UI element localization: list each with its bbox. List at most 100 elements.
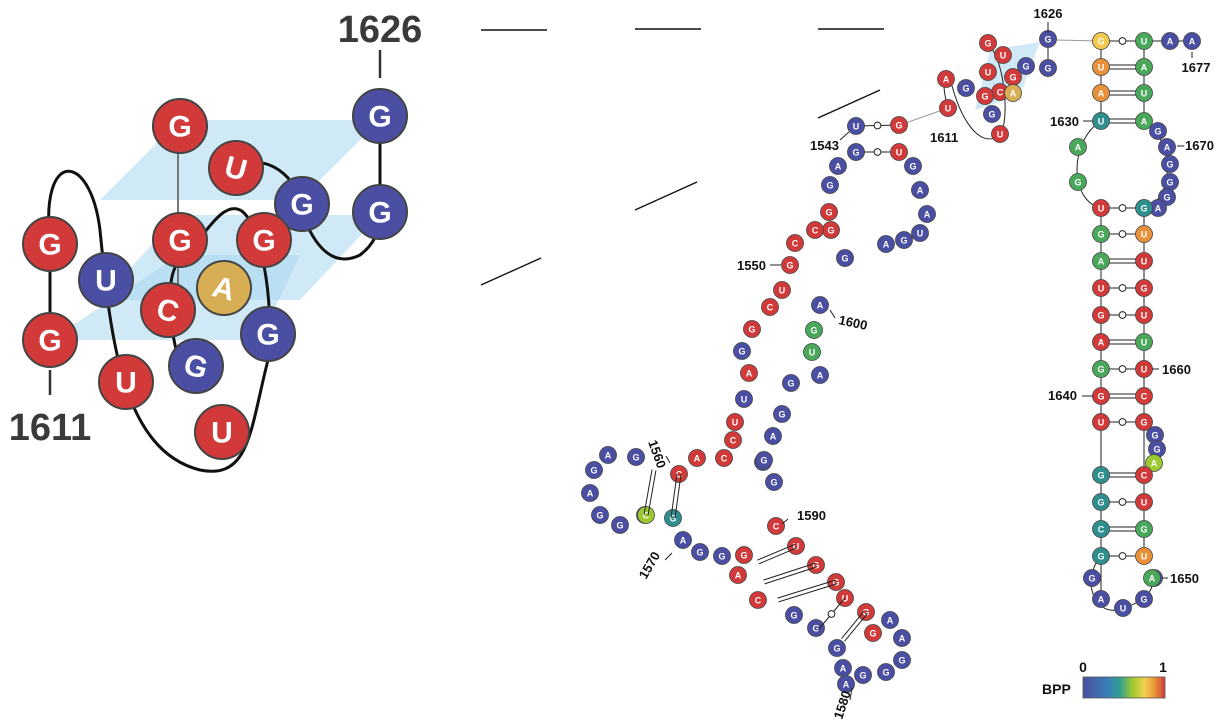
nucleotide-circle [781,256,799,274]
nucleotide-circle [994,46,1012,64]
nucleotide-letter: U [1141,257,1148,267]
nucleotide-circle [893,629,911,647]
inset-nucleotide: C [140,282,196,338]
arm-nucleotide: U [803,343,821,361]
nucleotide-letter: U [853,122,860,132]
nucleotide-circle [811,366,829,384]
nucleotide-letter: G [368,197,391,230]
nucleotide-circle [877,663,895,681]
nucleotide-letter: U [1141,311,1148,321]
position-label: 1626 [1034,6,1063,21]
nucleotide-letter: U [779,286,786,296]
nucleotide-circle [715,449,733,467]
position-label: 1560 [645,438,669,470]
loop-nucleotide: G [1161,155,1179,173]
nucleotide-letter: C [812,226,819,236]
nucleotide-circle [627,448,645,466]
legend-max: 1 [1159,659,1167,675]
nucleotide-letter: U [1098,117,1105,127]
gu-pair-dot [1118,204,1127,212]
nucleotide-circle [764,427,782,445]
nucleotide-letter: G [988,110,995,120]
nucleotide-circle [893,651,911,669]
arm-nucleotide: G [782,374,800,392]
nucleotide-circle [1183,32,1201,50]
nucleotide-letter: G [833,644,840,654]
nucleotide-letter: A [1098,595,1105,605]
nucleotide-circle [637,506,655,524]
inset-nucleotide: A [196,260,252,316]
arm-nucleotide: C [806,221,824,239]
stem-nucleotide: U [1135,32,1153,50]
nucleotide-letter: A [840,664,847,674]
arm-nucleotide: G [895,231,913,249]
nucleotide-letter: U [1141,37,1148,47]
gu-pair-dot [1118,418,1127,426]
nucleotide-letter: G [1044,35,1051,45]
nucleotide-letter: A [1189,37,1196,47]
nucleotide-circle [807,556,825,574]
nucleotide-letter: G [1097,311,1104,321]
nucleotide-letter: C [767,303,774,313]
loop-nucleotide: U [1114,599,1132,617]
stem-nucleotide: U [1092,199,1110,217]
gu-pair-dot [1118,498,1127,506]
hairpin-nucleotide: G [627,448,645,466]
nucleotide-letter: G [1044,64,1051,74]
tail-nucleotide: A [1183,32,1201,50]
basepair-line [777,579,836,599]
inset-nucleotide: G [352,184,408,240]
inset-nucleotide: U [98,354,154,410]
loop-nucleotide: A [1158,138,1176,156]
hairpin-nucleotide: G [807,619,825,637]
nucleotide-letter: G [810,326,817,336]
legend-min: 0 [1079,659,1087,675]
nucleotide-circle [761,298,779,316]
stem-nucleotide: A [1092,252,1110,270]
nucleotide-circle [1145,454,1163,472]
nucleotide-letter: G [1151,431,1158,441]
nucleotide-circle [724,431,742,449]
nucleotide-letter: G [1097,230,1104,240]
mini-quad-nucleotide: U [979,63,997,81]
basepair-line [844,612,868,642]
nucleotide-circle [599,446,617,464]
arm-nucleotide: G [743,320,761,338]
nucleotide-circle [1135,387,1153,405]
nucleotide-circle [274,176,330,232]
nucleotide-circle [1092,84,1110,102]
inset-nucleotide: U [194,404,250,460]
nucleotide-circle [743,320,761,338]
nucleotide-circle [821,176,839,194]
nucleotide-letter: G [596,511,603,521]
nucleotide-circle [735,390,753,408]
hairpin-nucleotide: G [827,573,845,591]
nucleotide-letter: U [115,367,137,400]
nucleotide-circle [1004,84,1022,102]
nucleotide-circle [1135,279,1153,297]
mini-quad-nucleotide: U [994,46,1012,64]
nucleotide-letter: G [1009,73,1016,83]
arm-nucleotide: G [836,249,854,267]
nucleotide-circle [890,143,908,161]
label-tick [665,455,671,464]
nucleotide-letter: U [917,229,924,239]
nucleotide-letter: C [1098,525,1105,535]
nucleotide-letter: G [290,189,313,222]
nucleotide-circle [1135,333,1153,351]
nucleotide-circle [1135,32,1153,50]
stem-nucleotide: U [1092,413,1110,431]
nucleotide-circle [78,252,134,308]
stem-nucleotide: G [1092,493,1110,511]
nucleotide-letter: A [1151,459,1158,469]
stem-nucleotide: U [1135,306,1153,324]
hairpin-nucleotide: G [893,651,911,669]
nucleotide-letter: U [1141,552,1148,562]
inset-bottom-label: 1611 [9,407,91,449]
label-tick [664,552,673,561]
nucleotide-circle [194,404,250,460]
arm-nucleotide: G [904,157,922,175]
stem-nucleotide: G [1092,387,1110,405]
arm-nucleotide: A [829,157,847,175]
